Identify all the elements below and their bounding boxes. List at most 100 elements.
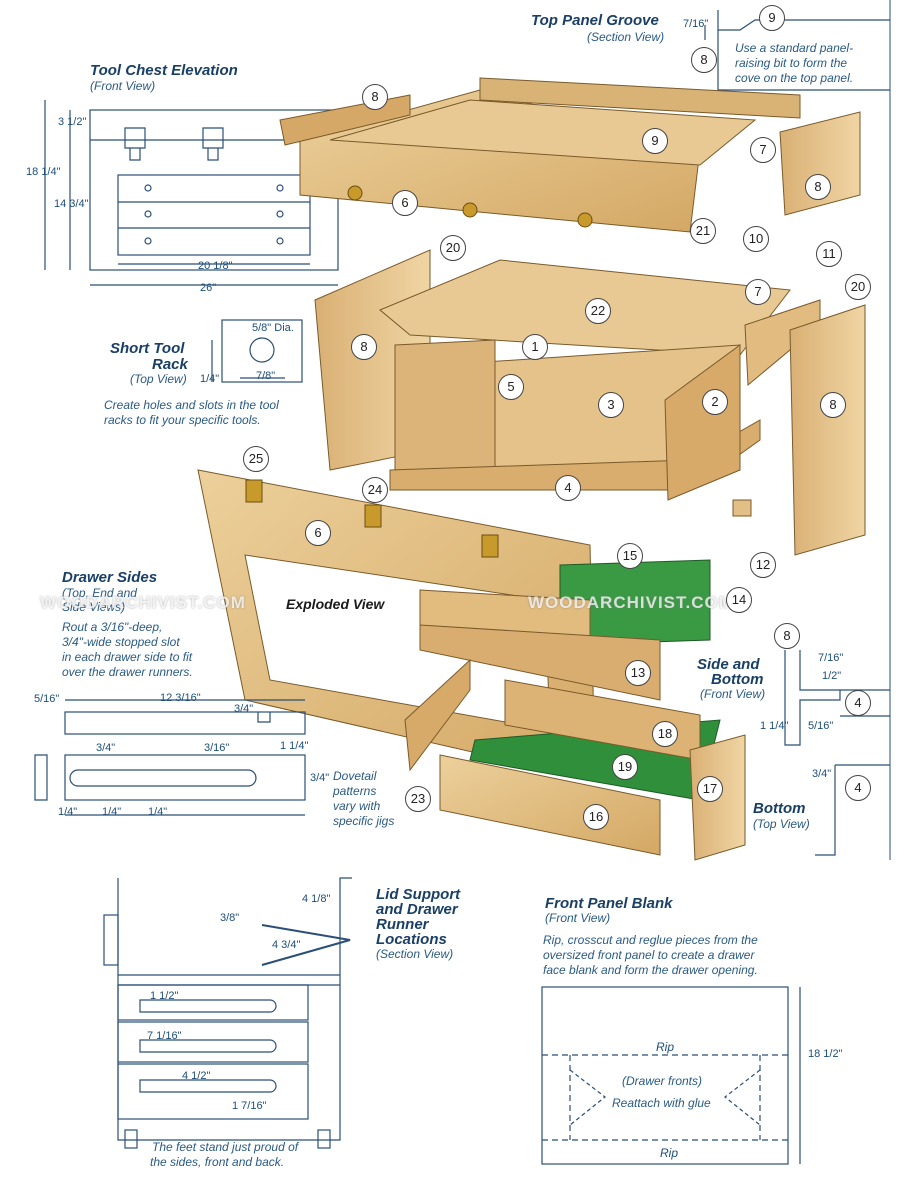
callout-9: 9 bbox=[642, 128, 668, 154]
elevation-dim-1: 3 1/2" bbox=[58, 116, 87, 128]
front-panel-subtitle: (Front View) bbox=[545, 911, 611, 925]
drawer-sides-note-1: Rout a 3/16"-deep, bbox=[62, 620, 163, 634]
callout-8-top-right: 8 bbox=[805, 174, 831, 200]
lid-support-dim-6: 4 1/2" bbox=[182, 1070, 211, 1082]
top-panel-groove-title: Top Panel Groove bbox=[531, 12, 659, 29]
callout-11: 11 bbox=[816, 241, 842, 267]
callout-14: 14 bbox=[726, 587, 752, 613]
lid-support-title-4: Locations bbox=[376, 931, 447, 948]
tool-rack-title-1: Short Tool bbox=[110, 340, 185, 357]
callout-18: 18 bbox=[652, 721, 678, 747]
side-bottom-dim-3: 1 1/4" bbox=[760, 720, 789, 732]
front-panel-blank bbox=[541, 986, 801, 1165]
dovetail-note-4: specific jigs bbox=[333, 814, 395, 828]
callout-2: 2 bbox=[702, 389, 728, 415]
lid-support-section bbox=[103, 877, 352, 1149]
rip-bottom-label: Rip bbox=[660, 1146, 679, 1160]
callout-10: 10 bbox=[743, 226, 769, 252]
callout-12: 12 bbox=[750, 552, 776, 578]
callout-6-top: 6 bbox=[392, 190, 418, 216]
callout-7-mid: 7 bbox=[745, 279, 771, 305]
lid-support-dim-4: 1 1/2" bbox=[150, 990, 179, 1002]
tool-rack-dim-2: 7/8" bbox=[256, 370, 276, 382]
callout-8-left: 8 bbox=[351, 334, 377, 360]
callout-8-top-left: 8 bbox=[362, 84, 388, 110]
lid-support-title-1: Lid Support bbox=[376, 886, 461, 903]
side-bottom-title-2: Bottom bbox=[711, 671, 764, 688]
callout-21: 21 bbox=[690, 218, 716, 244]
callout-20-left: 20 bbox=[440, 235, 466, 261]
lid-support-title-2: and Drawer bbox=[376, 901, 458, 918]
callout-1: 1 bbox=[522, 334, 548, 360]
tool-rack-note-1: Create holes and slots in the tool bbox=[104, 398, 279, 412]
drawer-sides-dim-1: 5/16" bbox=[34, 693, 60, 705]
drawer-sides-detail bbox=[34, 699, 306, 816]
front-panel-note-3: face blank and form the drawer opening. bbox=[543, 963, 758, 977]
side-bottom-dim-1: 7/16" bbox=[818, 652, 844, 664]
side-bottom-section bbox=[784, 650, 890, 856]
tool-rack-title-2: Rack bbox=[152, 356, 188, 373]
front-panel-frame bbox=[197, 469, 596, 781]
drawer-sides-subtitle-2: Side Views) bbox=[62, 600, 126, 614]
callout-8-side-section: 8 bbox=[774, 623, 800, 649]
front-panel-inner-1: (Drawer fronts) bbox=[622, 1074, 703, 1088]
bottom-subtitle: (Top View) bbox=[753, 817, 810, 831]
elevation-subtitle: (Front View) bbox=[90, 79, 156, 93]
drawer-sides-dim-3: 3/4" bbox=[234, 703, 254, 715]
lid-support-dim-3: 4 3/4" bbox=[272, 939, 301, 951]
callout-8-right: 8 bbox=[820, 392, 846, 418]
callout-24: 24 bbox=[362, 477, 388, 503]
lid-support-subtitle: (Section View) bbox=[376, 947, 454, 961]
callout-4-bottom-section: 4 bbox=[845, 775, 871, 801]
bottom-title: Bottom bbox=[753, 800, 806, 817]
callout-6-front: 6 bbox=[305, 520, 331, 546]
dovetail-note-3: vary with bbox=[333, 799, 381, 813]
exploded-view-label: Exploded View bbox=[286, 596, 385, 612]
side-bottom-title-1: Side and bbox=[697, 656, 760, 673]
callout-5: 5 bbox=[498, 374, 524, 400]
drawer-sides-dim-9: 1/4" bbox=[102, 806, 122, 818]
tool-rack-detail bbox=[211, 319, 303, 383]
drawer-sides-note-4: over the drawer runners. bbox=[62, 665, 193, 679]
callout-4-side-section: 4 bbox=[845, 690, 871, 716]
carcase-assembly bbox=[314, 249, 866, 556]
lid-support-dim-1: 4 1/8" bbox=[302, 893, 331, 905]
drawer-sides-dim-2: 12 3/16" bbox=[160, 692, 201, 704]
top-panel-groove-note-2: raising bit to form the bbox=[735, 56, 848, 70]
lid-support-dim-5: 7 1/16" bbox=[147, 1030, 182, 1042]
drawer-sides-dim-10: 1/4" bbox=[148, 806, 168, 818]
callout-23: 23 bbox=[405, 786, 431, 812]
callout-19: 19 bbox=[612, 754, 638, 780]
callout-20-right: 20 bbox=[845, 274, 871, 300]
callout-4: 4 bbox=[555, 475, 581, 501]
callout-8-groove: 8 bbox=[691, 47, 717, 73]
drawer-sides-dim-5: 3/16" bbox=[204, 742, 230, 754]
callout-3: 3 bbox=[598, 392, 624, 418]
top-panel-groove-note-3: cove on the top panel. bbox=[735, 71, 854, 85]
callout-15: 15 bbox=[617, 543, 643, 569]
elevation-title: Tool Chest Elevation bbox=[90, 62, 238, 79]
elevation-dim-2: 18 1/4" bbox=[26, 166, 61, 178]
drawer-sides-dim-4: 3/4" bbox=[96, 742, 116, 754]
elevation-dim-3: 14 3/4" bbox=[54, 198, 89, 210]
callout-25: 25 bbox=[243, 446, 269, 472]
bottom-dim: 3/4" bbox=[812, 768, 832, 780]
side-bottom-dim-4: 5/16" bbox=[808, 720, 834, 732]
tool-rack-note-2: racks to fit your specific tools. bbox=[104, 413, 261, 427]
lid-support-note-2: the sides, front and back. bbox=[150, 1155, 285, 1169]
drawer-sides-dim-8: 1/4" bbox=[58, 806, 78, 818]
callout-16: 16 bbox=[583, 804, 609, 830]
top-panel-groove-dim: 7/16" bbox=[683, 18, 709, 30]
lid-support-dim-7: 1 7/16" bbox=[232, 1100, 267, 1112]
drawer-sides-dim-6: 1 1/4" bbox=[280, 740, 309, 752]
tool-rack-dia: 5/8" Dia. bbox=[252, 322, 294, 334]
dovetail-note-1: Dovetail bbox=[333, 769, 377, 783]
drawer-sides-note-2: 3/4"-wide stopped slot bbox=[62, 635, 180, 649]
tool-rack-subtitle: (Top View) bbox=[130, 372, 187, 386]
top-panel-groove-subtitle: (Section View) bbox=[587, 30, 665, 44]
callout-7-top: 7 bbox=[750, 137, 776, 163]
top-panel-groove-section bbox=[704, 10, 890, 91]
front-panel-note-1: Rip, crosscut and reglue pieces from the bbox=[543, 933, 758, 947]
callout-17: 17 bbox=[697, 776, 723, 802]
